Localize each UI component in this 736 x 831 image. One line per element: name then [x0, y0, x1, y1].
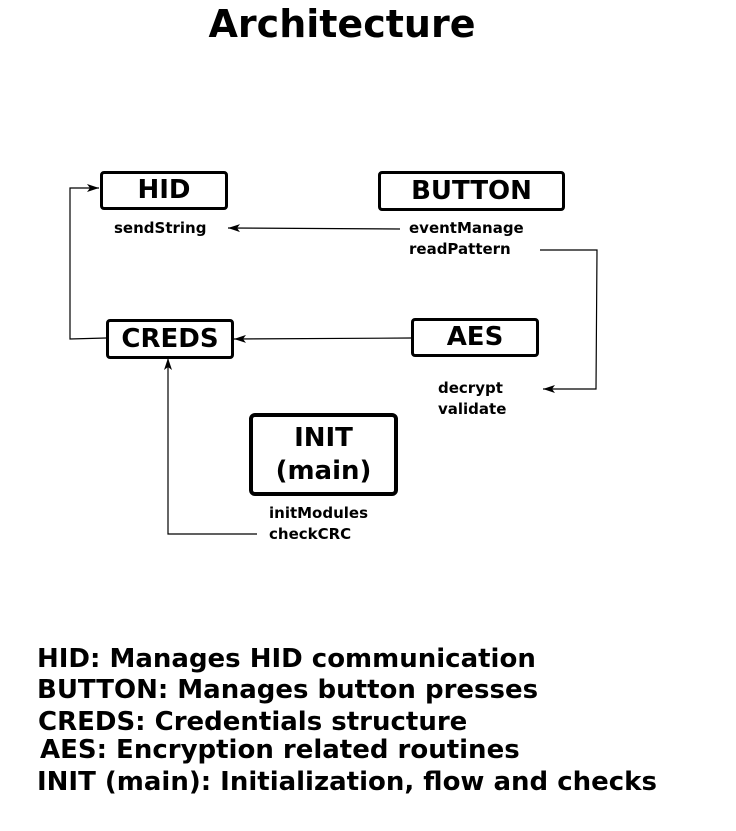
function-sendstring: sendString — [114, 219, 207, 237]
module-creds-label: CREDS — [121, 323, 219, 354]
diagram-title: Architecture — [208, 2, 476, 46]
legend-creds: CREDS: Credentials structure — [38, 707, 468, 737]
module-button: BUTTON — [378, 171, 565, 211]
arrow-init-to-creds — [164, 358, 257, 535]
function-validate: validate — [438, 400, 507, 418]
aes-functions: decrypt validate — [438, 378, 506, 420]
module-button-label: BUTTON — [411, 175, 532, 206]
arrow-creds-to-hid — [69, 184, 107, 340]
module-hid-label: HID — [137, 175, 191, 206]
function-initmodules: initModules — [269, 504, 369, 522]
legend-hid: HID: Manages HID communication — [37, 644, 536, 674]
function-decrypt: decrypt — [438, 379, 503, 397]
function-checkcrc: checkCRC — [269, 525, 352, 543]
module-creds: CREDS — [106, 319, 234, 359]
module-init: INIT (main) — [249, 413, 398, 496]
button-functions: eventManage readPattern — [409, 218, 524, 260]
module-init-label-line2: (main) — [275, 455, 372, 486]
arrow-aes-to-creds — [233, 334, 412, 343]
legend-init: INIT (main): Initialization, flow and ch… — [37, 767, 657, 797]
module-aes: AES — [411, 318, 539, 357]
arrow-button-to-aes — [540, 249, 598, 393]
init-functions: initModules checkCRC — [269, 503, 368, 545]
arrow-button-to-hid — [227, 224, 401, 233]
function-eventmanage: eventManage — [409, 219, 524, 237]
module-init-label-line1: INIT — [294, 423, 353, 453]
legend-aes: AES: Encryption related routines — [40, 735, 520, 765]
module-hid: HID — [100, 171, 228, 210]
legend-button: BUTTON: Manages button presses — [37, 675, 539, 705]
module-aes-label: AES — [446, 322, 504, 353]
hid-functions: sendString — [114, 218, 206, 239]
function-readpattern: readPattern — [409, 240, 511, 258]
